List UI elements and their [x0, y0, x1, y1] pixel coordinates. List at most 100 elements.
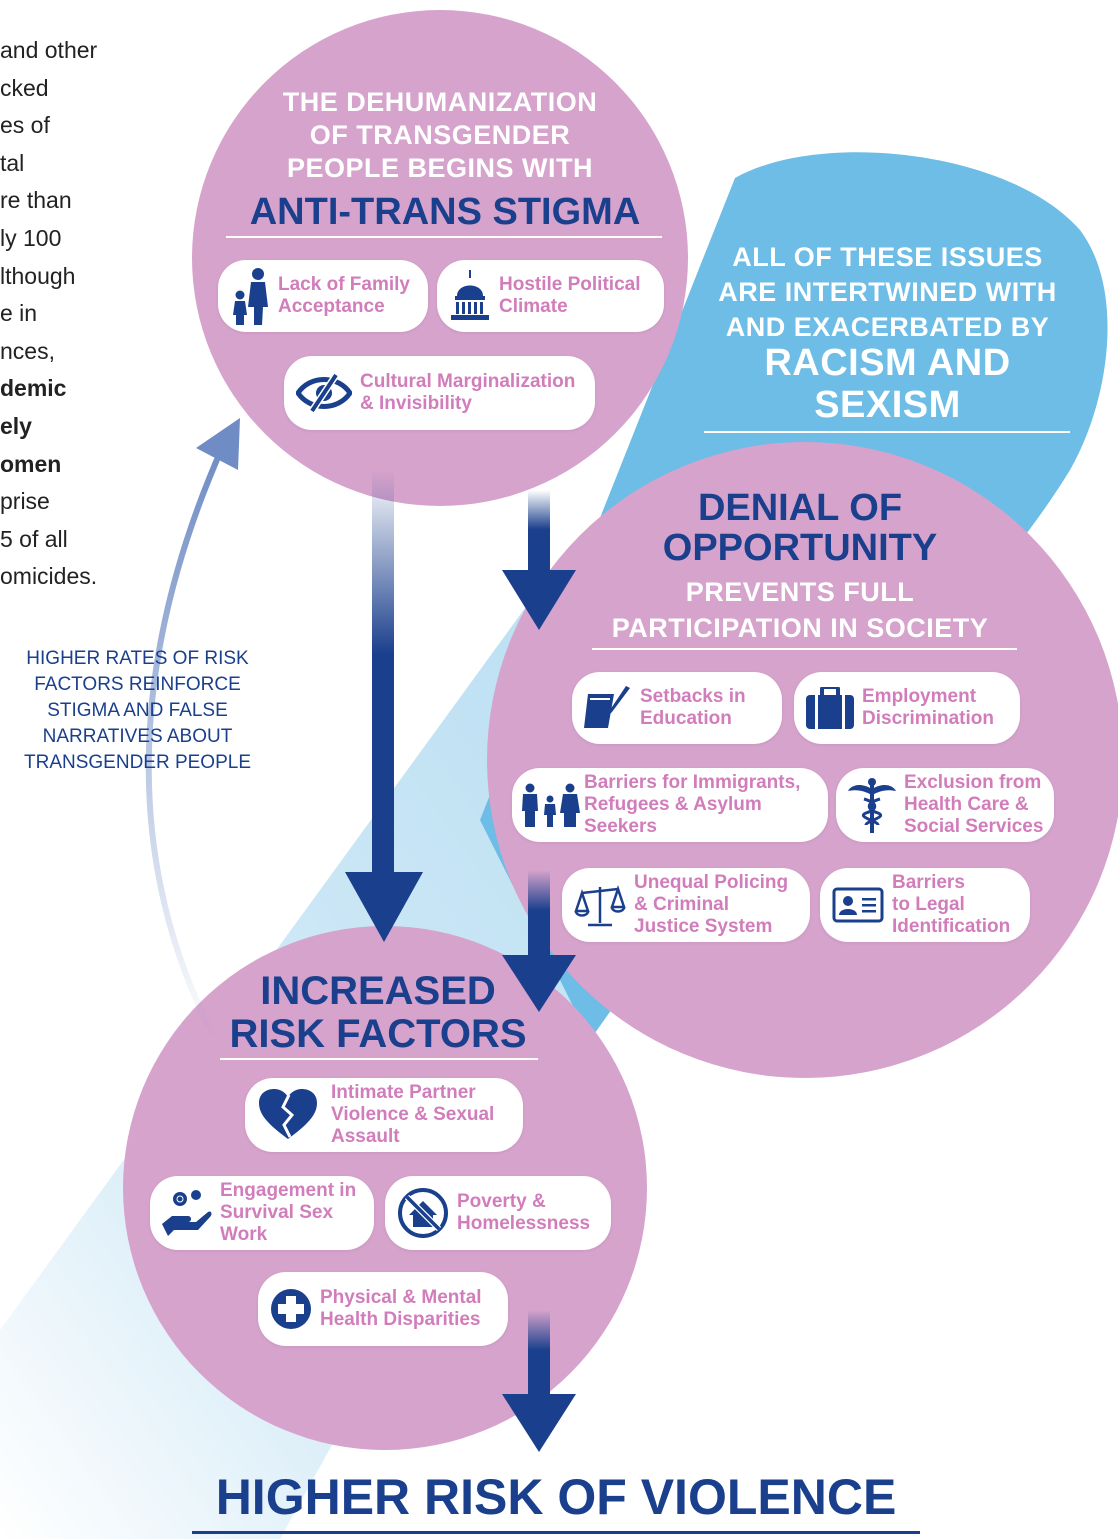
opportunity-sub-line: PREVENTS FULL: [685, 577, 915, 607]
opportunity-item-policing: Unequal Policing & Criminal Justice Syst…: [562, 868, 810, 942]
risk-circle: [123, 926, 647, 1450]
capitol-icon: [449, 270, 491, 322]
stigma-heading: THE DEHUMANIZATION OF TRANSGENDER PEOPLE…: [240, 86, 640, 185]
risk-item-label: Poverty & Homelessness: [457, 1191, 591, 1234]
intro-bold-line: omen: [0, 450, 62, 477]
arrow-shaft-stigma-risk: [372, 470, 394, 880]
opportunity-title-line: OPPORTUNITY: [662, 527, 938, 569]
loop-note-line: STIGMA AND FALSE: [47, 700, 228, 721]
opportunity-item-immigrants: Barriers for Immigrants, Refugees & Asyl…: [512, 768, 828, 842]
stigma-title: ANTI-TRANS STIGMA: [249, 191, 641, 233]
intertwined-heading-line: ARE INTERTWINED WITH: [718, 277, 1057, 307]
loop-note-line: TRANSGENDER PEOPLE: [24, 752, 251, 773]
arrow-shaft-opportunity-risk: [528, 870, 550, 960]
risk-title: INCREASED RISK FACTORS: [200, 970, 556, 1056]
stigma-heading-line: PEOPLE BEGINS WITH: [286, 153, 594, 183]
outcome-underline: [192, 1531, 920, 1534]
intro-text: and other cked es of tal re than ly 100 …: [0, 32, 140, 596]
intertwined-title-line: RACISM AND: [764, 342, 1011, 384]
briefcase-icon: [806, 687, 854, 729]
arrow-head-stigma-opportunity: [502, 570, 576, 630]
stigma-heading-line: THE DEHUMANIZATION: [282, 87, 598, 117]
hand-coins-icon: [162, 1190, 212, 1236]
risk-item-health-disparities: Physical & Mental Health Disparities: [258, 1272, 508, 1346]
loop-note-line: FACTORS REINFORCE: [34, 674, 241, 695]
intro-line: omicides.: [0, 563, 98, 590]
opportunity-item-label: Exclusion from Health Care & Social Serv…: [904, 772, 1044, 837]
arrow-head-opportunity-risk: [502, 955, 576, 1012]
stigma-item-label: Lack of Family Acceptance: [278, 274, 410, 317]
caduceus-icon: [848, 777, 896, 833]
intertwined-heading: ALL OF THESE ISSUES ARE INTERTWINED WITH…: [690, 240, 1085, 345]
stigma-item-label: Hostile Political Climate: [499, 274, 641, 317]
intro-line: nces,: [0, 337, 55, 364]
intro-line: e in: [0, 300, 38, 327]
opportunity-item-label: Setbacks in Education: [640, 686, 746, 729]
intertwined-title-line: SEXISM: [814, 384, 961, 426]
opportunity-underline: [592, 648, 1017, 650]
no-home-icon: [397, 1187, 449, 1239]
family-group-icon: [520, 783, 580, 827]
risk-title-line: RISK FACTORS: [229, 1012, 527, 1056]
loop-arrow: [145, 446, 225, 1047]
broken-heart-icon: [259, 1089, 317, 1141]
opportunity-item-label: Barriers for Immigrants, Refugees & Asyl…: [584, 772, 801, 837]
medical-cross-icon: [270, 1288, 312, 1330]
opportunity-item-label: Unequal Policing & Criminal Justice Syst…: [634, 872, 789, 937]
opportunity-item-education: Setbacks in Education: [572, 672, 782, 744]
arrow-shaft-risk-outcome: [528, 1310, 550, 1400]
loop-note-line: NARRATIVES ABOUT: [42, 726, 233, 747]
stigma-item-cultural-marginalization: Cultural Marginalization & Invisibility: [284, 356, 595, 430]
risk-item-label: Engagement in Survival Sex Work: [220, 1180, 357, 1245]
loop-note-line: HIGHER RATES OF RISK: [26, 648, 249, 669]
opportunity-item-employment: Employment Discrimination: [794, 672, 1020, 744]
arrow-shaft-stigma-opportunity: [528, 490, 550, 578]
intro-line: ly 100: [0, 224, 62, 251]
risk-item-label: Physical & Mental Health Disparities: [320, 1287, 482, 1330]
id-card-icon: [832, 887, 884, 923]
hidden-eye-icon: [296, 373, 352, 413]
intro-line: and other: [0, 37, 98, 63]
arrow-head-risk-outcome: [502, 1394, 576, 1452]
intro-line: lthough: [0, 262, 76, 289]
opportunity-title-line: DENIAL OF: [697, 487, 903, 529]
loop-arrowhead: [196, 418, 240, 470]
intro-line: es of: [0, 112, 50, 139]
stigma-underline: [226, 236, 662, 238]
opportunity-subheading: PREVENTS FULL PARTICIPATION IN SOCIETY: [580, 574, 1020, 646]
opportunity-item-label: Employment Discrimination: [862, 686, 994, 729]
intro-line: 5 of all: [0, 525, 68, 552]
intertwined-heading-line: AND EXACERBATED BY: [725, 312, 1050, 342]
risk-underline: [220, 1058, 538, 1060]
family-icon: [230, 267, 270, 325]
risk-item-poverty: Poverty & Homelessness: [385, 1176, 611, 1250]
stigma-heading-line: OF TRANSGENDER: [309, 120, 571, 150]
scales-icon: [574, 883, 626, 927]
intro-line: cked: [0, 74, 49, 101]
outcome-title: HIGHER RISK OF VIOLENCE: [215, 1469, 897, 1525]
opportunity-item-health-care: Exclusion from Health Care & Social Serv…: [836, 768, 1054, 842]
opportunity-item-label: Barriers to Legal Identification: [892, 872, 1011, 937]
intro-bold-line: ely: [0, 412, 32, 439]
risk-item-survival-sex-work: Engagement in Survival Sex Work: [150, 1176, 374, 1250]
intro-line: prise: [0, 488, 50, 515]
opportunity-title: DENIAL OF OPPORTUNITY: [600, 488, 1000, 568]
arrow-head-stigma-risk: [345, 872, 423, 942]
loop-note: HIGHER RATES OF RISK FACTORS REINFORCE S…: [5, 646, 270, 776]
opportunity-item-legal-id: Barriers to Legal Identification: [820, 868, 1030, 942]
stigma-circle: [192, 10, 688, 506]
intertwined-heading-line: ALL OF THESE ISSUES: [732, 242, 1043, 272]
intro-bold-line: demic: [0, 375, 67, 402]
risk-item-label: Intimate Partner Violence & Sexual Assau…: [331, 1082, 495, 1147]
intertwined-title: RACISM AND SEXISM: [700, 342, 1075, 426]
risk-item-partner-violence: Intimate Partner Violence & Sexual Assau…: [245, 1078, 523, 1152]
notebook-pen-icon: [584, 686, 632, 730]
intertwined-underline: [704, 431, 1070, 433]
stigma-item-label: Cultural Marginalization & Invisibility: [360, 371, 576, 414]
stigma-item-family-acceptance: Lack of Family Acceptance: [218, 260, 428, 332]
risk-title-line: INCREASED: [260, 969, 496, 1013]
intro-line: re than: [0, 187, 72, 214]
opportunity-sub-line: PARTICIPATION IN SOCIETY: [611, 613, 989, 643]
intro-line: tal: [0, 149, 25, 176]
stigma-item-political-climate: Hostile Political Climate: [437, 260, 664, 332]
